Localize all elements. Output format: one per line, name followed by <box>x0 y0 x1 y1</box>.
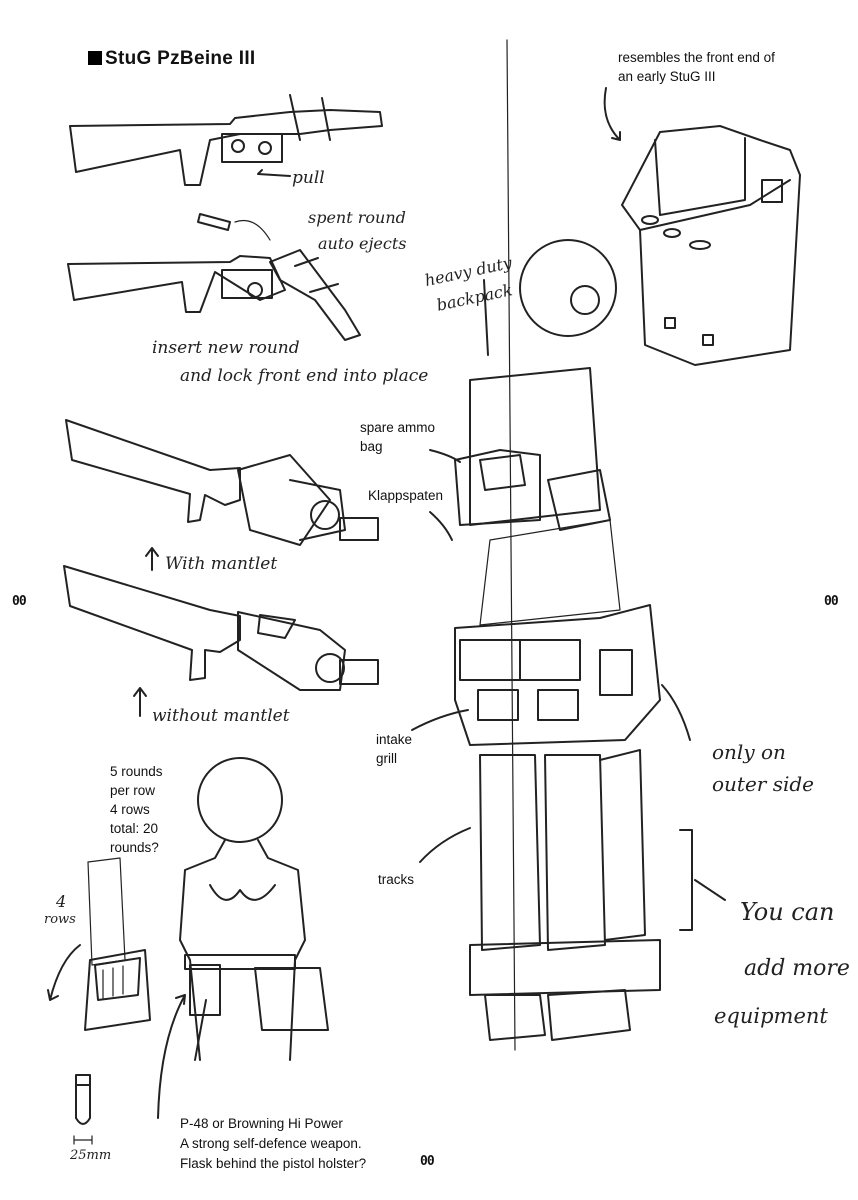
note-pistol-1: P-48 or Browning Hi Power <box>180 1116 343 1131</box>
note-intake-1: intake <box>376 732 413 747</box>
note-without-mantlet: without mantlet <box>152 706 290 726</box>
arrow-icon <box>661 684 691 741</box>
note-front-end-1: resembles the front end of <box>618 50 775 65</box>
page-title: StuG PzBeine III <box>88 48 256 70</box>
gun-sketch-eject <box>67 213 361 341</box>
arrow-icon <box>419 827 471 863</box>
arrow-icon <box>411 709 469 731</box>
backpack-figure-sketch <box>454 39 661 1051</box>
note-eject-2: auto ejects <box>318 234 407 253</box>
gun-sketch-mantlet <box>65 419 379 546</box>
note-more-3: equipment <box>714 1004 828 1028</box>
arrow-icon <box>429 511 453 541</box>
note-klappspaten: Klappspaten <box>368 488 444 503</box>
note-rows-1: 4 <box>56 892 67 911</box>
note-outer-2: outer side <box>712 772 815 796</box>
title-square-icon <box>88 51 102 65</box>
note-ammo-5: rounds? <box>110 840 159 855</box>
note-with-mantlet: With mantlet <box>165 554 278 574</box>
note-pistol-3: Flask behind the pistol holster? <box>180 1156 367 1171</box>
note-intake-2: grill <box>376 751 398 766</box>
note-tracks: tracks <box>378 872 415 887</box>
note-ammo-4: total: 20 <box>110 821 159 836</box>
note-eject-1: spent round <box>308 208 406 227</box>
arrow-icon <box>603 87 621 141</box>
crop-mark-bottom: 00 <box>420 1154 435 1169</box>
note-insert-1: insert new round <box>152 338 300 358</box>
page-title-text: StuG PzBeine III <box>105 48 256 69</box>
stug-front-sketch <box>621 125 801 366</box>
shell-sketch <box>73 1074 93 1145</box>
note-more-2: add more <box>744 956 850 981</box>
note-spare-ammo-1: spare ammo <box>360 420 436 435</box>
note-ammo-3: 4 rows <box>110 802 150 817</box>
arrow-icon <box>483 279 489 356</box>
up-arrow-icon <box>145 547 159 571</box>
ammo-pouch-sketch <box>47 857 151 1031</box>
gun-sketch-pull <box>69 94 383 186</box>
note-pull: pull <box>292 168 325 188</box>
note-spare-ammo-2: bag <box>360 439 383 454</box>
crop-mark-left: 00 <box>12 594 27 609</box>
crop-mark-right: 00 <box>824 594 839 609</box>
up-arrow-icon <box>133 687 147 717</box>
note-shell-size: 25mm <box>70 1148 112 1163</box>
note-ammo-1: 5 rounds <box>110 764 163 779</box>
note-front-end-2: an early StuG III <box>618 69 716 84</box>
gun-sketch-no-mantlet <box>63 565 379 691</box>
note-more-1: You can <box>740 898 835 926</box>
arrow-icon <box>157 994 186 1119</box>
note-insert-2: and lock front end into place <box>180 366 429 386</box>
note-pistol-2: A strong self-defence weapon. <box>180 1136 362 1151</box>
bracket-icon <box>679 829 726 931</box>
note-rows-2: rows <box>44 912 76 927</box>
arrow-icon <box>429 449 461 463</box>
holster-figure-sketch <box>179 757 329 1061</box>
note-outer-1: only on <box>712 740 786 764</box>
note-ammo-2: per row <box>110 783 156 798</box>
